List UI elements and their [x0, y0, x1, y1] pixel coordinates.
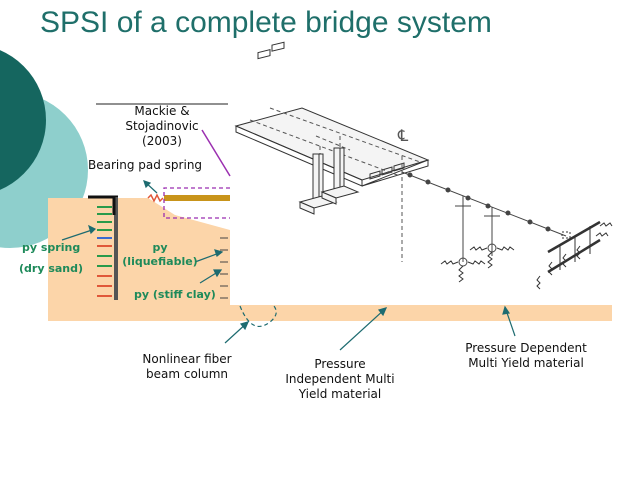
dry-sand-label: (dry sand): [19, 262, 84, 275]
fiber-beam-line-1: Nonlinear fiber: [142, 352, 232, 366]
pressure-independent-line-2: Independent Multi: [285, 372, 395, 386]
reference-line-2: Stojadinovic: [125, 119, 199, 133]
soil-region: [48, 198, 612, 321]
pressure-independent-label: Pressure Independent Multi Yield materia…: [280, 357, 400, 402]
pressure-independent-line-1: Pressure: [314, 357, 366, 371]
right-abutment-model: [536, 220, 613, 290]
pad-spring-symbol: [147, 193, 164, 203]
py-stiff-clay-label: py (stiff clay): [134, 288, 216, 301]
bearing-pad-label: Bearing pad spring: [88, 158, 203, 172]
fiber-beam-label: Nonlinear fiber beam column: [132, 352, 242, 382]
pressure-independent-line-3: Yield material: [298, 387, 382, 401]
pressure-dependent-line-1: Pressure Dependent: [465, 341, 587, 355]
reference-line-3: (2003): [142, 134, 182, 148]
callout-arrows: [61, 180, 516, 351]
bridge-piers: [298, 147, 360, 215]
liquefiable-layer-ticks: [220, 237, 228, 299]
bearing-pad: [164, 195, 230, 201]
centerline-symbol: ℄: [398, 126, 409, 145]
reference-line-1: Mackie &: [134, 104, 190, 118]
bearing-pad-box: [163, 187, 230, 219]
fiber-column-marker: [239, 305, 277, 327]
slide-title: SPSI of a complete bridge system: [40, 6, 492, 39]
stick-model: [401, 171, 567, 267]
pressure-dependent-label: Pressure Dependent Multi Yield material: [458, 341, 594, 371]
py-liquefiable-line-2: (liquefiable): [122, 255, 198, 268]
reference-pointer: [201, 129, 231, 177]
py-liquefiable-line-1: py: [152, 241, 168, 254]
pile-springs: [97, 206, 112, 297]
pier-base-springs: [440, 246, 515, 283]
py-liquefiable-label: py (liquefiable): [121, 241, 199, 269]
py-spring-label: py spring: [22, 241, 81, 254]
pressure-dependent-line-2: Multi Yield material: [468, 356, 584, 370]
fiber-beam-line-2: beam column: [145, 367, 229, 381]
decor-circle-dark: [0, 50, 46, 190]
reference-citation: Mackie & Stojadinovic (2003): [104, 104, 220, 149]
